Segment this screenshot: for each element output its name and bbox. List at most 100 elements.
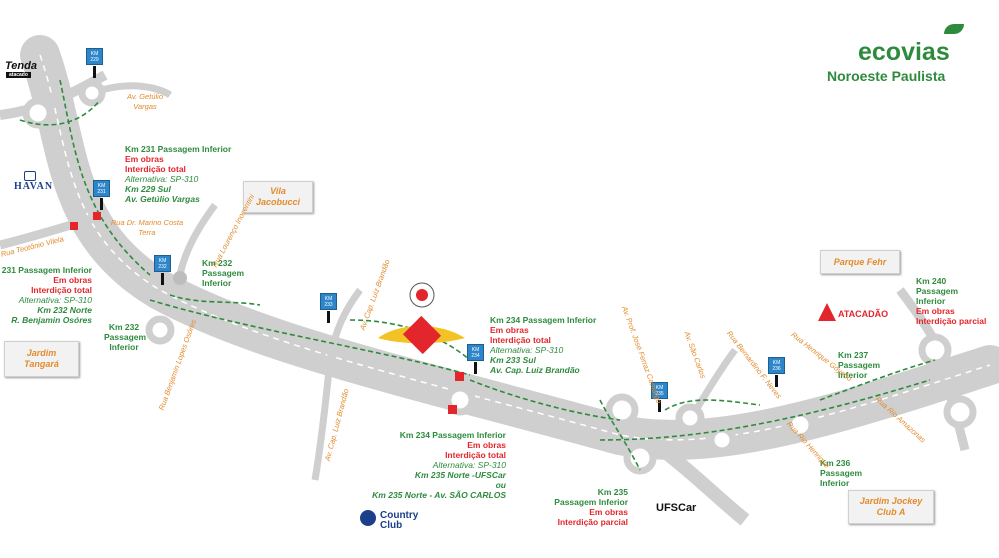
notice-line: Passagem bbox=[202, 268, 245, 278]
notice-title: 231 Passagem Inferior bbox=[1, 265, 92, 275]
notice-status: Em obras bbox=[916, 306, 955, 316]
ufscar-logo: UFSCar bbox=[656, 502, 697, 514]
notice-title: Km 234 Passagem Inferior bbox=[399, 430, 506, 440]
road-south bbox=[645, 434, 750, 526]
notice-title: Km 235 bbox=[597, 487, 628, 497]
km-marker-232: KM 232 bbox=[154, 255, 171, 272]
notice-title: Km 231 Passagem Inferior bbox=[125, 144, 232, 154]
havan-logo: HAVAN bbox=[14, 181, 54, 192]
notice-line: Passagem bbox=[820, 468, 863, 478]
km-marker-231: KM 231 bbox=[93, 180, 110, 197]
notice-title: Km 237 bbox=[838, 350, 869, 360]
roundabout-km229 bbox=[78, 79, 106, 107]
neighborhood-jardim-jockey: Jardim Jockey Club A bbox=[848, 490, 934, 524]
km-marker-235: KM 235 bbox=[651, 382, 668, 399]
notice-line: Inferior bbox=[109, 342, 139, 352]
notice-line: Passagem bbox=[838, 360, 881, 370]
notice-alternative: Alternativa: SP-310 bbox=[18, 295, 92, 305]
notice-status: Interdição total bbox=[490, 335, 551, 345]
notice-alternative: R. Benjamin Osóres bbox=[11, 315, 92, 325]
notice-line: Inferior bbox=[820, 478, 850, 488]
neighborhood-jardim-tangara: Jardim Tangará bbox=[4, 341, 79, 377]
notice-title: Km 240 bbox=[916, 276, 947, 286]
notice-status: Em obras bbox=[125, 154, 164, 164]
notice-km232-bottom: Km 232 Passagem Inferior bbox=[104, 322, 147, 352]
km-marker-229: KM 229 bbox=[86, 48, 103, 65]
road-luiz-top bbox=[326, 287, 363, 361]
emblem-icon bbox=[378, 282, 465, 355]
notice-km232-top: Km 232 Passagem Inferior bbox=[202, 258, 244, 288]
country-club-icon bbox=[360, 510, 376, 526]
notice-title: Km 232 bbox=[108, 322, 140, 332]
notice-km231-left: 231 Passagem Inferior Em obras Interdiçã… bbox=[0, 265, 92, 325]
street-marino: Rua Dr. Marino Costa Terra bbox=[110, 218, 184, 237]
notice-alternative: Km 235 Norte - Av. SÃO CARLOS bbox=[372, 490, 506, 500]
notice-line: Inferior bbox=[202, 278, 232, 288]
roundabout-km240-s bbox=[943, 395, 977, 429]
notice-status: Interdição total bbox=[445, 450, 506, 460]
notice-alternative: ou bbox=[495, 480, 506, 490]
ecovias-logo: ecovias bbox=[858, 38, 950, 66]
notice-status: Interdição total bbox=[31, 285, 92, 295]
atacadao-icon bbox=[818, 303, 836, 321]
notice-km231: Km 231 Passagem Inferior Em obras Interd… bbox=[125, 144, 231, 204]
notice-km234-top: Km 234 Passagem Inferior Em obras Interd… bbox=[490, 315, 596, 375]
notice-title: Km 232 bbox=[202, 258, 233, 268]
ecovias-region: Noroeste Paulista bbox=[827, 68, 946, 84]
roundabout-km232 bbox=[173, 271, 187, 285]
notice-km236: Km 236 Passagem Inferior bbox=[820, 458, 862, 488]
notice-status: Interdição parcial bbox=[557, 517, 628, 527]
notice-alternative: Alternativa: SP-310 bbox=[125, 174, 199, 184]
roundabout-km229-west bbox=[22, 97, 54, 129]
notice-alternative: Km 232 Norte bbox=[37, 305, 92, 315]
closure-marker-km231 bbox=[70, 212, 101, 230]
notice-alternative: Km 233 Sul bbox=[490, 355, 536, 365]
notice-line: Inferior bbox=[916, 296, 946, 306]
km-marker-233: KM 233 bbox=[320, 293, 337, 310]
notice-line: Inferior bbox=[838, 370, 868, 380]
km-post-235 bbox=[658, 400, 661, 412]
havan-icon bbox=[24, 171, 36, 181]
notice-km235: Km 235 Passagem Inferior Em obras Interd… bbox=[552, 487, 628, 527]
notice-alternative: Alternativa: SP-310 bbox=[490, 345, 564, 355]
roundabout-km240-n bbox=[918, 333, 952, 367]
road-lourenco bbox=[176, 202, 218, 276]
notice-title: Km 236 bbox=[820, 458, 851, 468]
notice-status: Em obras bbox=[467, 440, 506, 450]
roundabout-km235-west bbox=[605, 393, 639, 427]
notice-alternative: Av. Cap. Luiz Brandão bbox=[490, 365, 580, 375]
notice-alternative: Km 229 Sul bbox=[125, 184, 171, 194]
roundabout-km236-c bbox=[784, 409, 816, 441]
notice-line: Passagem bbox=[916, 286, 959, 296]
tenda-sub: atacado bbox=[6, 72, 31, 78]
neighborhood-vila-jacobucci: Vila Jacobucci bbox=[243, 181, 313, 213]
roundabout-km235-east bbox=[623, 441, 657, 475]
notice-line: Passagem bbox=[104, 332, 147, 342]
notice-km234-bottom: Km 234 Passagem Inferior Em obras Interd… bbox=[372, 430, 506, 500]
country-club-logo: Country Club bbox=[380, 510, 419, 531]
roundabout-km236-a bbox=[675, 403, 705, 433]
notice-title: Km 234 Passagem Inferior bbox=[490, 315, 597, 325]
km-post-234 bbox=[474, 362, 477, 374]
notice-km237: Km 237 Passagem Inferior bbox=[838, 350, 880, 380]
notice-km240: Km 240 Passagem Inferior Em obras Interd… bbox=[916, 276, 986, 326]
atacadao-logo: ATACADÃO bbox=[838, 309, 889, 319]
closure-marker-km234 bbox=[448, 372, 464, 414]
road-luiz-bottom bbox=[311, 359, 334, 481]
notice-status: Em obras bbox=[53, 275, 92, 285]
notice-alternative: Alternativa: SP-310 bbox=[432, 460, 506, 470]
km-marker-236: KM 236 bbox=[768, 357, 785, 374]
km-post-229 bbox=[93, 66, 96, 78]
roundabout-km236-b bbox=[707, 425, 737, 455]
notice-alternative: Av. Getúlio Vargas bbox=[125, 194, 200, 204]
km-marker-234: KM 234 bbox=[467, 344, 484, 361]
ecovias-leaf-icon bbox=[944, 24, 964, 34]
notice-alternative: Km 235 Norte -UFSCar bbox=[414, 470, 506, 480]
km-post-232 bbox=[161, 273, 164, 285]
notice-status: Interdição total bbox=[125, 164, 186, 174]
tenda-logo: Tenda bbox=[5, 60, 37, 72]
notice-status: Interdição parcial bbox=[916, 316, 987, 326]
km-post-236 bbox=[775, 375, 778, 387]
notice-status: Em obras bbox=[490, 325, 529, 335]
